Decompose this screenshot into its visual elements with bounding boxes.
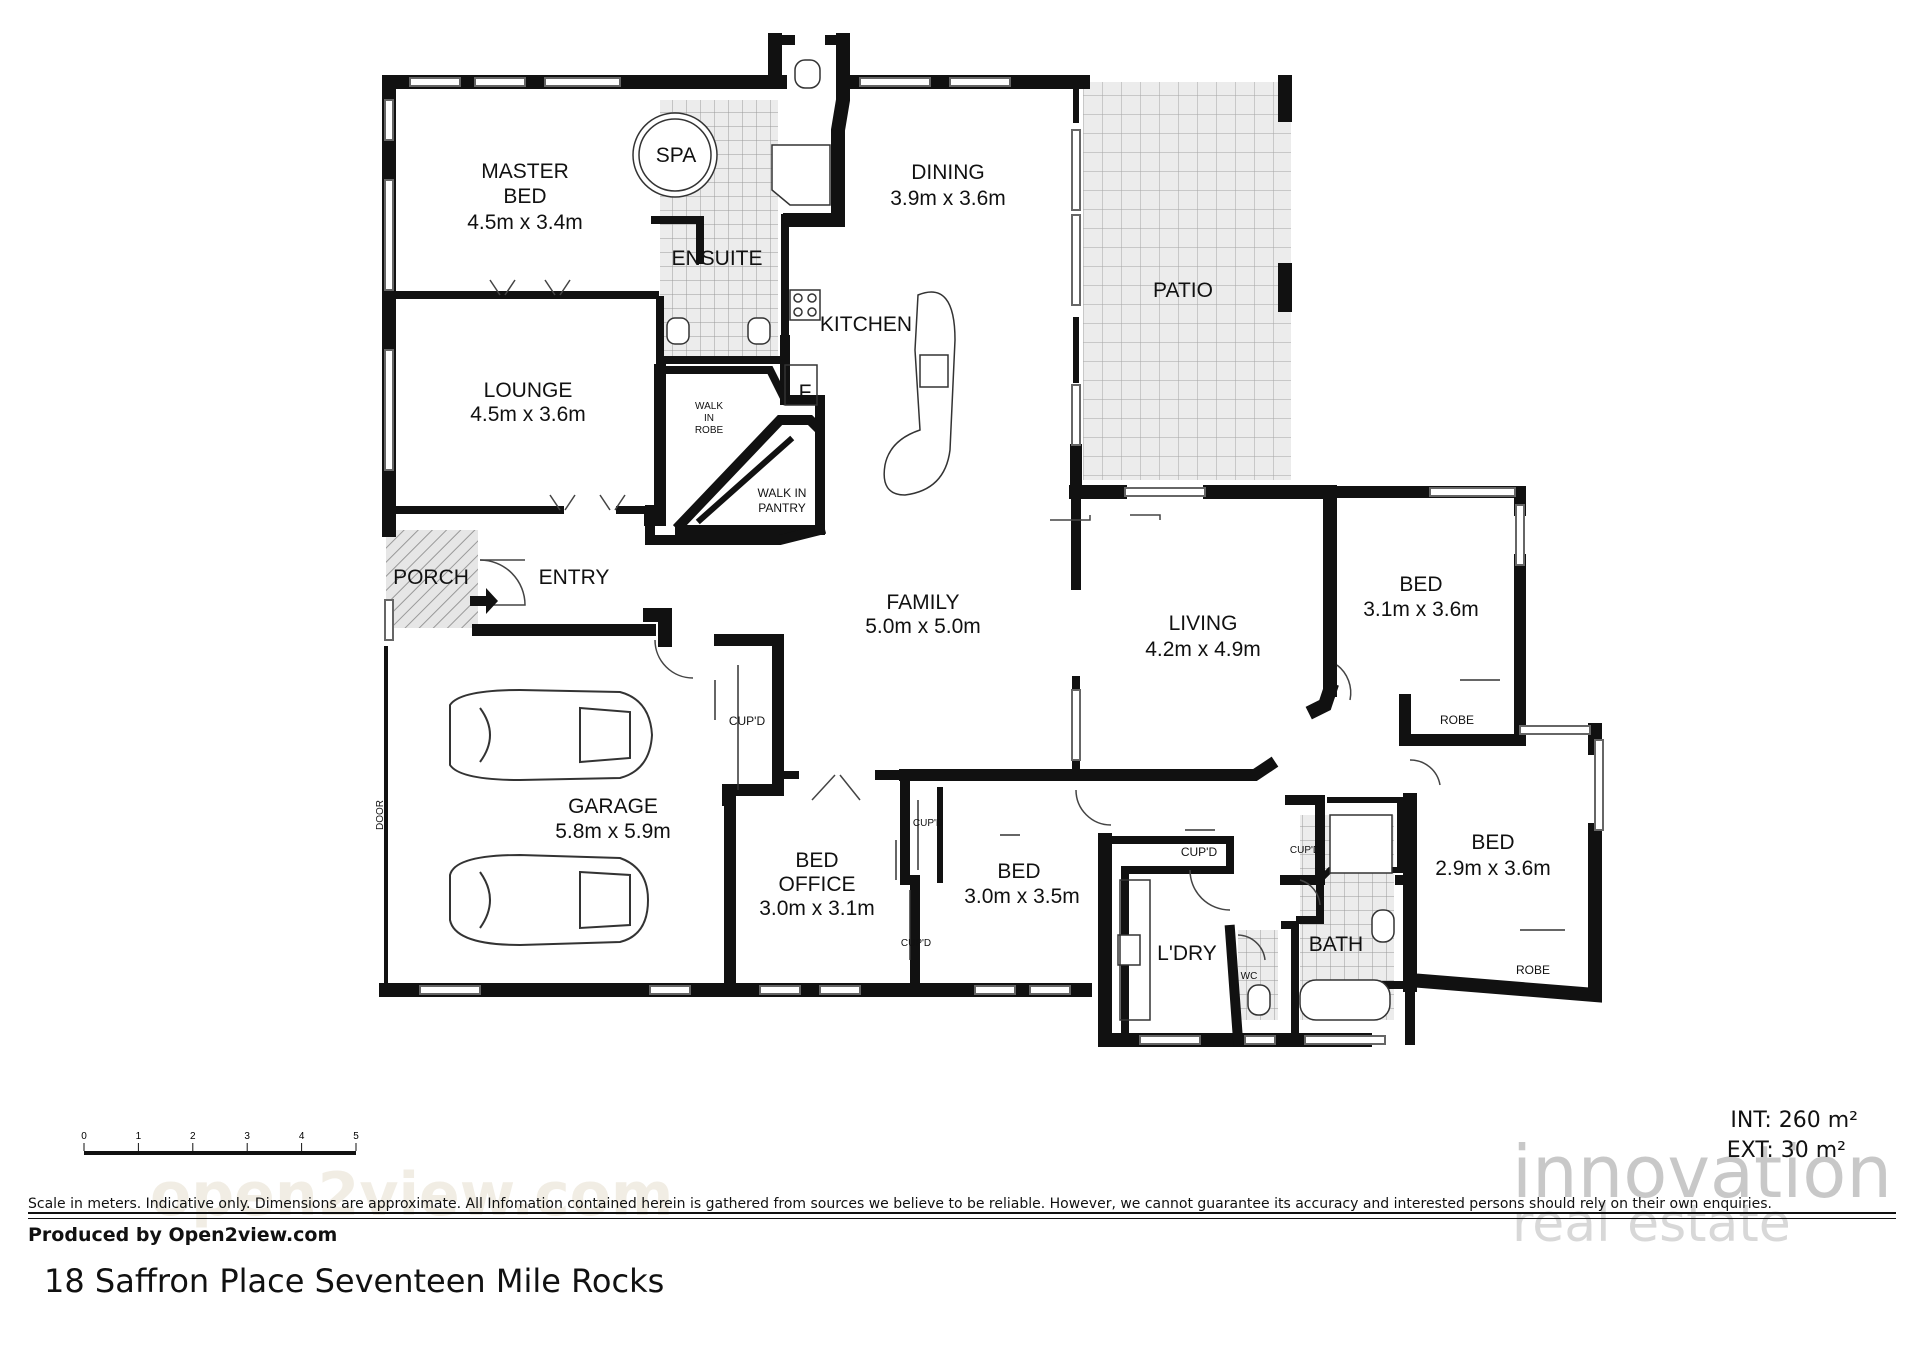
room-labels: MASTER BED 4.5m x 3.4m SPA ENSUITE DININ… bbox=[375, 144, 1551, 982]
exterior-area: EXT: 30 m² bbox=[1726, 1138, 1846, 1163]
walk-in-robe-label-1: WALK bbox=[695, 401, 723, 412]
bed1-robe-label: ROBE bbox=[1440, 713, 1474, 727]
fridge-label: F bbox=[799, 381, 812, 404]
fridge-box bbox=[784, 364, 818, 406]
ensuite-tiles-lower bbox=[660, 270, 774, 360]
scale-tick-label: 2 bbox=[190, 1131, 196, 1142]
ensuite-basin-right bbox=[747, 317, 771, 345]
lounge-label: LOUNGE bbox=[484, 379, 573, 402]
bath-cupd-label: CUP'D bbox=[1290, 845, 1320, 856]
bed2-size: 3.0m x 3.5m bbox=[964, 885, 1080, 908]
scale-tick-label: 1 bbox=[136, 1131, 142, 1142]
scale-tick-label: 4 bbox=[299, 1131, 305, 1142]
ensuite-basin-left bbox=[666, 317, 690, 345]
bed3-robe-label: ROBE bbox=[1516, 963, 1550, 977]
kitchen-sink bbox=[919, 354, 949, 388]
scale-bar: 0 1 2 3 4 5 bbox=[81, 1131, 359, 1155]
entry-label: ENTRY bbox=[539, 566, 610, 589]
interior-area: INT: 260 m² bbox=[1730, 1108, 1858, 1133]
family-label: FAMILY bbox=[886, 591, 959, 614]
dining-label: DINING bbox=[911, 161, 985, 184]
patio-label: PATIO bbox=[1153, 279, 1213, 302]
master-bed-label-2: BED bbox=[503, 185, 546, 208]
walk-in-pantry-label-1: WALK IN bbox=[758, 486, 807, 500]
fixtures bbox=[632, 59, 1395, 1021]
bed-office-size: 3.0m x 3.1m bbox=[759, 897, 875, 920]
cooktop bbox=[789, 289, 821, 321]
porch-label: PORCH bbox=[393, 566, 469, 589]
ensuite-shower bbox=[771, 144, 831, 206]
spa-label: SPA bbox=[656, 144, 696, 167]
bath-tub bbox=[1299, 979, 1391, 1021]
living-label: LIVING bbox=[1169, 612, 1238, 635]
ensuite-label: ENSUITE bbox=[671, 247, 762, 270]
garage-door-label: DOOR bbox=[375, 800, 386, 830]
kitchen-label: KITCHEN bbox=[820, 313, 912, 336]
walk-in-robe-label-2: IN bbox=[704, 413, 714, 424]
car-top bbox=[449, 688, 654, 782]
garage-label: GARAGE bbox=[568, 795, 658, 818]
walk-in-robe-label-3: ROBE bbox=[695, 425, 724, 436]
dining-size: 3.9m x 3.6m bbox=[890, 187, 1006, 210]
bed1-label: BED bbox=[1399, 573, 1442, 596]
bed2-cupd-top-label: CUP'D bbox=[913, 818, 943, 829]
bed-office-label-1: BED bbox=[795, 849, 838, 872]
kitchen-island bbox=[883, 291, 956, 496]
bed3-size: 2.9m x 3.6m bbox=[1435, 857, 1551, 880]
wc-label: WC bbox=[1241, 971, 1258, 982]
ensuite-toilet bbox=[794, 59, 821, 89]
producer-credit: Produced by Open2view.com bbox=[28, 1224, 338, 1246]
bed-office-label-2: OFFICE bbox=[779, 873, 856, 896]
cupboard-arrows bbox=[714, 665, 1565, 960]
property-address: 18 Saffron Place Seventeen Mile Rocks bbox=[44, 1262, 665, 1300]
scale-tick-label: 3 bbox=[244, 1131, 250, 1142]
bed2-label: BED bbox=[997, 860, 1040, 883]
windows bbox=[384, 77, 1604, 1045]
scale-tick-label: 5 bbox=[353, 1131, 359, 1142]
walk-in-pantry-label-2: PANTRY bbox=[758, 501, 806, 515]
bed1-size: 3.1m x 3.6m bbox=[1363, 598, 1479, 621]
brand-watermark-line2: real estate bbox=[1512, 1194, 1791, 1254]
master-bed-size: 4.5m x 3.4m bbox=[467, 211, 583, 234]
bath-label: BATH bbox=[1309, 933, 1363, 956]
patio-tiles bbox=[1083, 82, 1291, 480]
entry-arrow-icon bbox=[470, 588, 498, 614]
wc-toilet bbox=[1247, 984, 1271, 1016]
scale-tick-label: 0 bbox=[81, 1131, 87, 1142]
disclaimer-text: Scale in meters. Indicative only. Dimens… bbox=[28, 1196, 1772, 1212]
garage-size: 5.8m x 5.9m bbox=[555, 820, 671, 843]
doors bbox=[479, 279, 1441, 961]
living-size: 4.2m x 4.9m bbox=[1145, 638, 1261, 661]
bed2-cupd-bottom-label: CUP'D bbox=[901, 938, 931, 949]
master-bed-label-1: MASTER bbox=[481, 160, 569, 183]
laundry-tub bbox=[1117, 934, 1141, 966]
brand-watermark-line1: innovation bbox=[1512, 1130, 1892, 1214]
family-size: 5.0m x 5.0m bbox=[865, 615, 981, 638]
laundry-cupd-label: CUP'D bbox=[1181, 845, 1218, 859]
laundry-bench bbox=[1119, 879, 1151, 1021]
bath-shower bbox=[1329, 814, 1393, 874]
spa-tub bbox=[632, 112, 718, 198]
bed3-label: BED bbox=[1471, 831, 1514, 854]
footer-rule-top bbox=[28, 1212, 1896, 1214]
lounge-size: 4.5m x 3.6m bbox=[470, 403, 586, 426]
car-bottom bbox=[449, 853, 650, 947]
porch-hatch bbox=[386, 530, 478, 628]
laundry-label: L'DRY bbox=[1157, 942, 1217, 965]
footer-rule-bottom bbox=[28, 1218, 1896, 1219]
garage-cupd-label: CUP'D bbox=[729, 714, 766, 728]
bath-basin bbox=[1371, 909, 1395, 943]
